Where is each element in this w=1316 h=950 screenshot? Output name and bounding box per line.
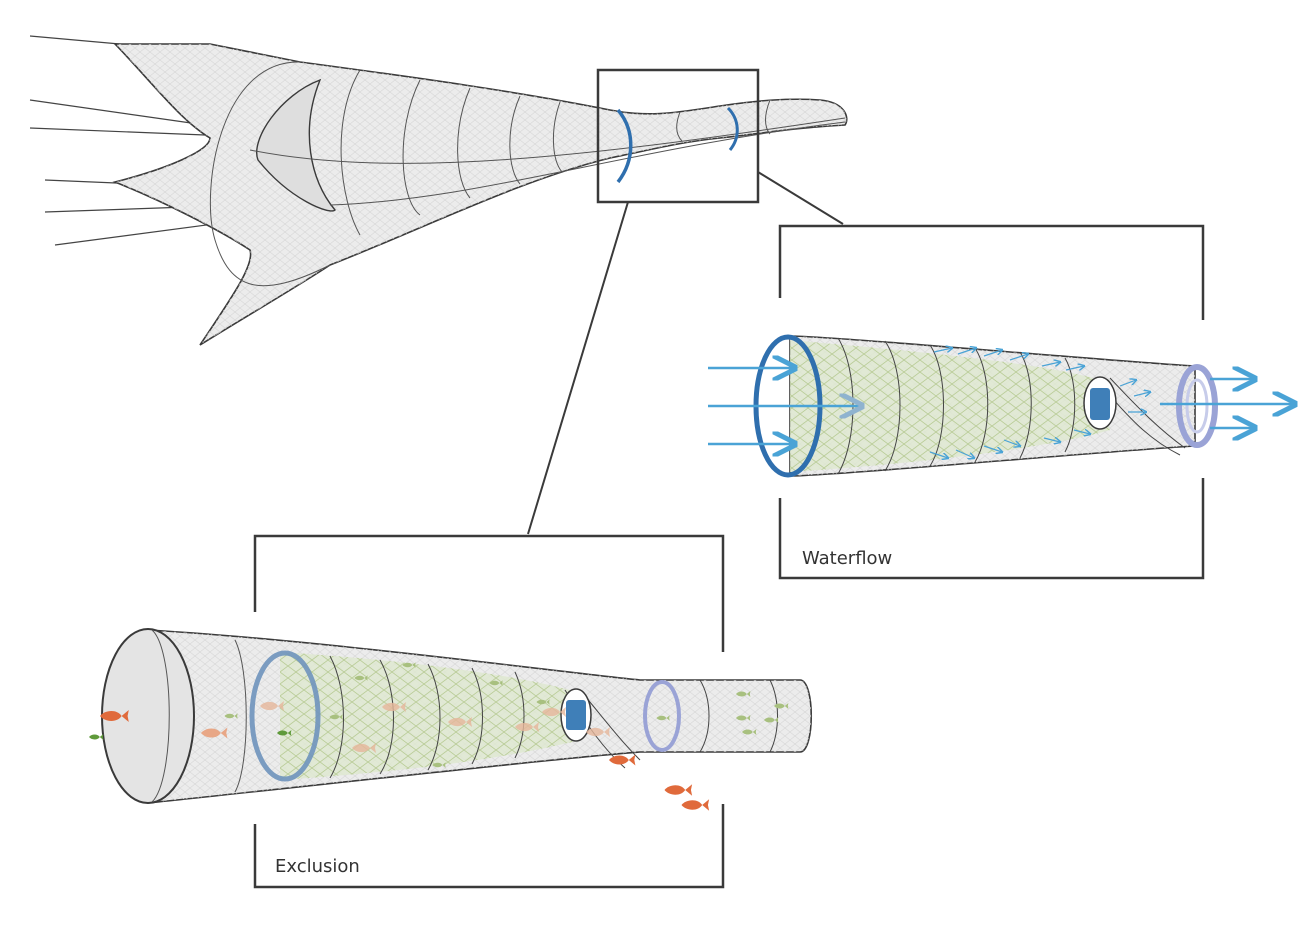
leader-line-exclusion xyxy=(527,201,629,535)
mesh-escape-arrows xyxy=(929,348,1150,458)
leader-line-waterflow xyxy=(757,171,844,225)
inflow-arrows xyxy=(708,368,862,444)
exclusion-panel: Exclusion xyxy=(89,534,812,889)
detail-highlight-box xyxy=(596,68,760,204)
fish-icon xyxy=(681,799,710,811)
exclusion-frame-bottom xyxy=(253,804,725,889)
net-mouth xyxy=(256,78,336,212)
net-seams xyxy=(209,61,846,287)
fish-icon xyxy=(664,784,693,796)
waterflow-rear-ring xyxy=(1176,364,1218,448)
exclusion-rear-ring xyxy=(643,680,681,752)
waterflow-frame-bottom xyxy=(778,478,1205,580)
fish-icon xyxy=(89,734,104,740)
grid-ring-2 xyxy=(726,106,739,151)
waterflow-frame-top xyxy=(778,224,1205,320)
exclusion-frame-top xyxy=(253,534,725,652)
trawl-net xyxy=(29,35,848,346)
outflow-arrows xyxy=(1160,379,1295,428)
grid-ring-1 xyxy=(616,108,633,184)
waterflow-panel: Waterflow xyxy=(708,224,1295,580)
exclusion-label: Exclusion xyxy=(275,856,360,877)
exclusion-front-ring xyxy=(249,650,321,782)
waterflow-label: Waterflow xyxy=(802,548,892,569)
